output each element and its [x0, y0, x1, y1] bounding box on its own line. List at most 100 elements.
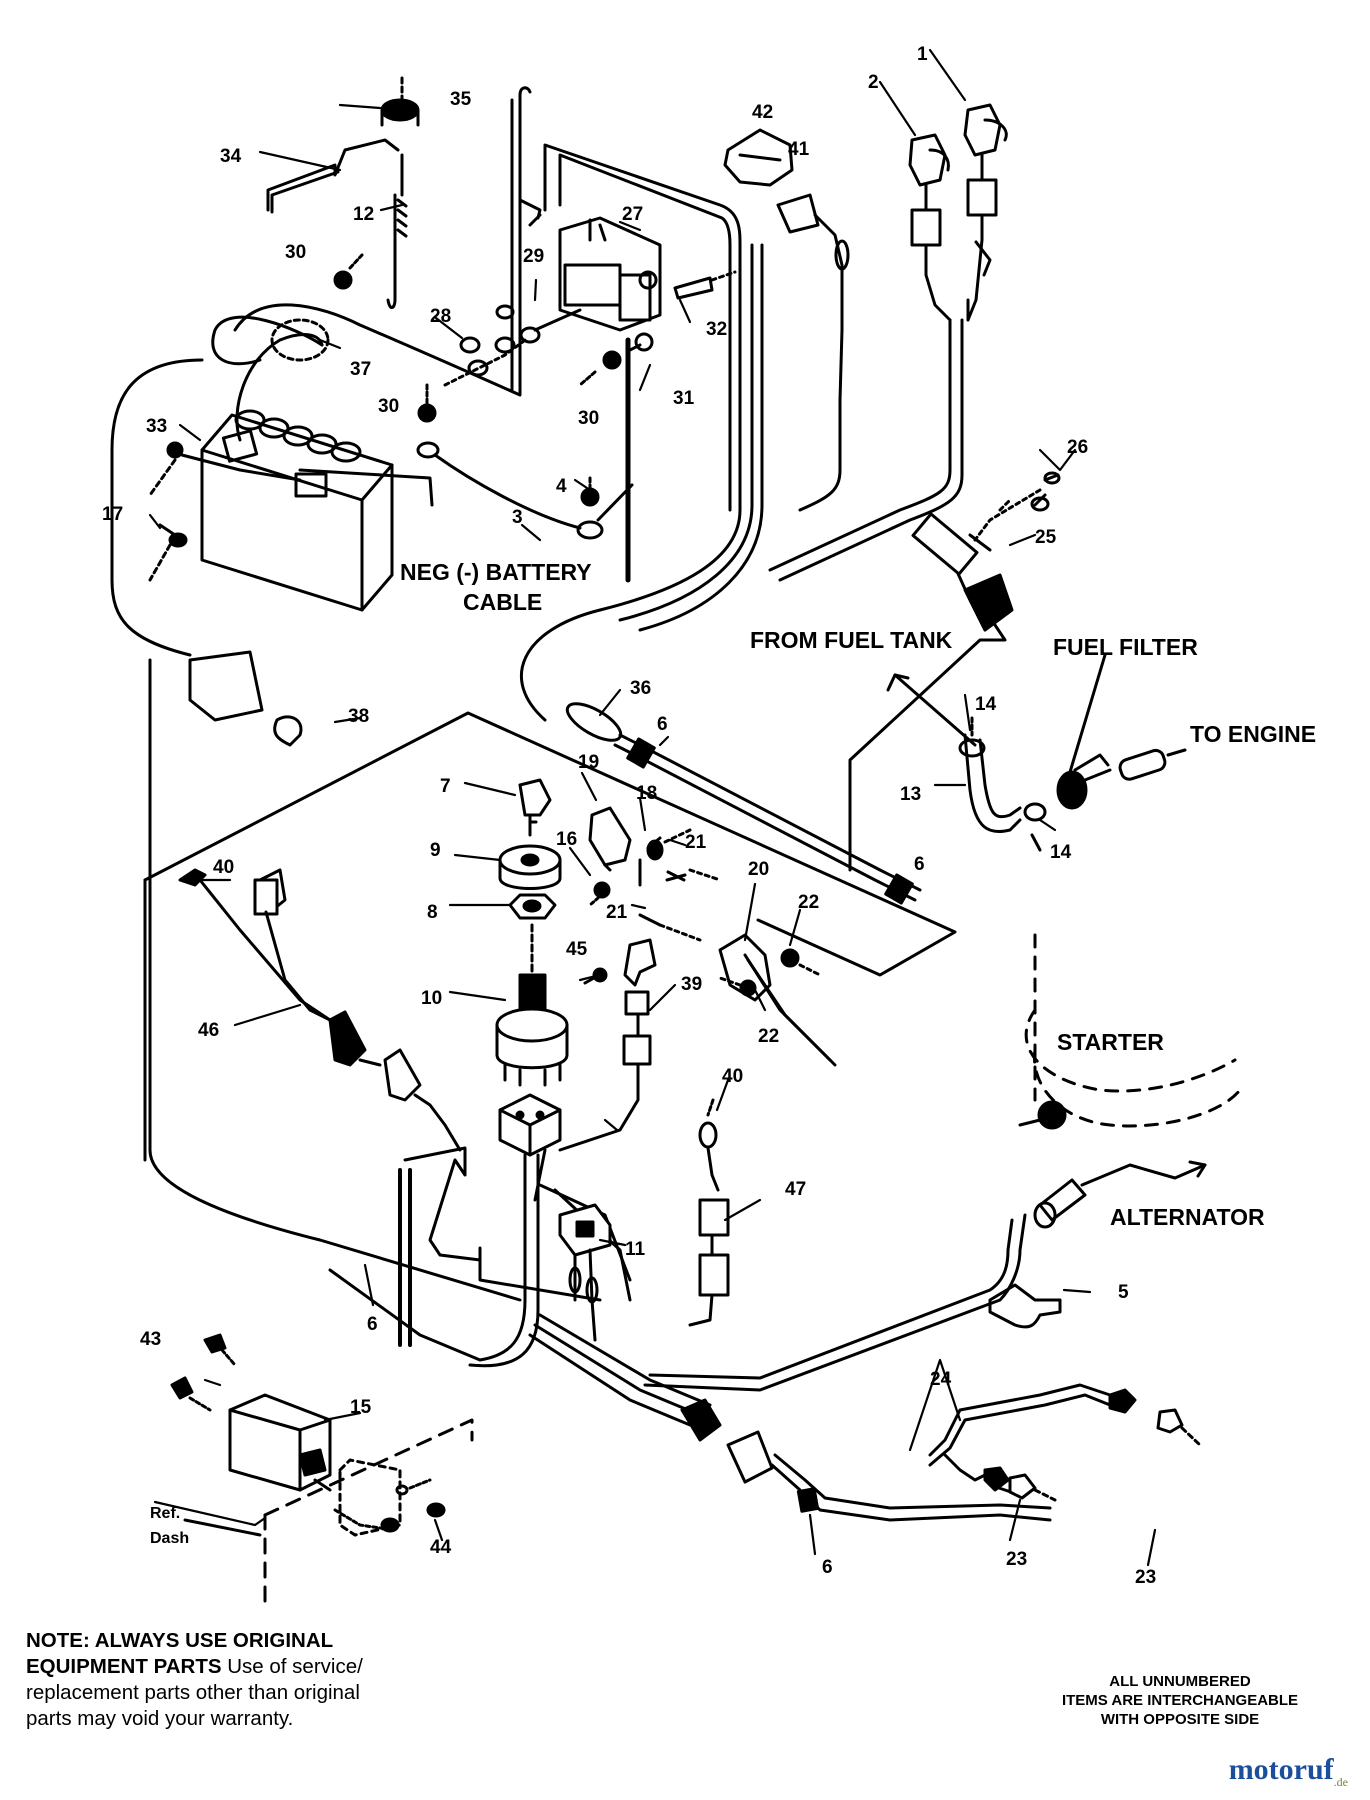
- part-42: 42: [752, 102, 773, 123]
- part-6d: 6: [822, 1557, 833, 1578]
- connector-39: [558, 938, 657, 1152]
- part-6c: 6: [367, 1314, 378, 1335]
- ref-label: Ref.: [150, 1505, 180, 1522]
- part-21a: 21: [685, 832, 707, 853]
- part-9: 9: [430, 840, 441, 861]
- brand-name: motoruf: [1228, 1753, 1334, 1786]
- note-equipment-parts: EQUIPMENT PARTS: [26, 1655, 222, 1678]
- part-16: 16: [556, 829, 577, 850]
- from-fuel-tank-label: FROM FUEL TANK: [750, 627, 953, 653]
- part-44: 44: [430, 1537, 452, 1558]
- harness-46: [178, 868, 462, 1152]
- part-6b: 6: [914, 854, 925, 875]
- battery: [200, 409, 394, 612]
- part-7: 7: [440, 776, 451, 797]
- brand-logo: motoruf.de: [1229, 1753, 1348, 1790]
- part-13: 13: [900, 784, 921, 805]
- part-39: 39: [681, 974, 702, 995]
- dash-label: Dash: [150, 1530, 189, 1547]
- connector-plug-lower: [680, 1398, 1052, 1522]
- fuel-filter-label: FUEL FILTER: [1053, 634, 1198, 660]
- brand-suffix: .de: [1333, 1775, 1348, 1789]
- neg-battery-cable-label: CABLE: [463, 589, 542, 615]
- part-3: 3: [512, 507, 523, 528]
- part-38: 38: [348, 706, 369, 727]
- ignition-switch-10: [495, 973, 569, 1157]
- connector-47: [688, 1098, 730, 1327]
- part-46: 46: [198, 1020, 219, 1041]
- part-22b: 22: [758, 1026, 779, 1047]
- part-17: 17: [102, 504, 123, 525]
- alternator-label: ALTERNATOR: [1110, 1204, 1265, 1230]
- clamp-5: [988, 1283, 1062, 1329]
- part-30a: 30: [285, 242, 306, 263]
- connector-plug: [776, 193, 850, 402]
- switch-41: [723, 128, 794, 187]
- bracket-34: [266, 138, 400, 212]
- key-7: [518, 778, 552, 837]
- part-8: 8: [427, 902, 438, 923]
- fuel-filter: [1056, 653, 1187, 810]
- warranty-note: NOTE: ALWAYS USE ORIGINAL EQUIPMENT PART…: [26, 1628, 446, 1732]
- unnumbered-line3: WITH OPPOSITE SIDE: [1100, 1711, 1260, 1728]
- part-40b: 40: [722, 1066, 743, 1087]
- part-47: 47: [785, 1179, 806, 1200]
- bracket-19: [588, 806, 632, 872]
- note-line3: replacement parts other than original: [26, 1681, 360, 1704]
- switch-11: [558, 1203, 612, 1342]
- part-5: 5: [1118, 1282, 1129, 1303]
- alternator-connector: [1033, 1160, 1207, 1229]
- note-line2: Use of service/: [221, 1655, 363, 1678]
- relay-15: [228, 1393, 332, 1492]
- part-21b: 21: [606, 902, 628, 923]
- nut-8: [508, 893, 557, 920]
- part-20: 20: [748, 859, 769, 880]
- neg-battery-cable: [416, 383, 634, 540]
- note-line4: parts may void your warranty.: [26, 1707, 294, 1730]
- spring-12: [386, 153, 404, 309]
- part-35: 35: [450, 89, 472, 110]
- note-lead: NOTE: ALWAYS USE ORIGINAL: [26, 1629, 334, 1652]
- fuel-line-13: [958, 716, 1047, 852]
- part-27: 27: [622, 204, 643, 225]
- connector-1: [963, 103, 1008, 322]
- part-43: 43: [140, 1329, 161, 1350]
- starter-label: STARTER: [1057, 1029, 1164, 1055]
- part-15: 15: [350, 1397, 372, 1418]
- part-22a: 22: [798, 892, 819, 913]
- part-25: 25: [1035, 527, 1057, 548]
- solenoid-27: [558, 216, 662, 332]
- part-2: 2: [868, 72, 879, 93]
- part-32: 32: [706, 319, 727, 340]
- part-23b: 23: [1006, 1549, 1027, 1570]
- unnumbered-items-note: ALL UNNUMBERED ITEMS ARE INTERCHANGEABLE…: [1000, 1672, 1360, 1729]
- unnumbered-line2: ITEMS ARE INTERCHANGEABLE: [1061, 1692, 1299, 1709]
- part-10: 10: [421, 988, 442, 1009]
- connector-2: [908, 133, 952, 322]
- part-11: 11: [625, 1239, 646, 1260]
- part-30b: 30: [378, 396, 399, 417]
- part-34: 34: [220, 146, 242, 167]
- battery-positive-cable: [235, 333, 324, 442]
- knob-35: [380, 76, 420, 127]
- part-19: 19: [578, 752, 599, 773]
- part-28: 28: [430, 306, 451, 327]
- unnumbered-line1: ALL UNNUMBERED: [1109, 1673, 1251, 1690]
- part-1: 1: [917, 44, 928, 65]
- part-4: 4: [556, 476, 567, 497]
- part-14a: 14: [975, 694, 997, 715]
- neg-battery-label: NEG (-) BATTERY: [400, 559, 592, 585]
- part-33: 33: [146, 416, 167, 437]
- part-41: 41: [788, 139, 810, 160]
- part-26: 26: [1067, 437, 1088, 458]
- part-37: 37: [350, 359, 371, 380]
- part-23a: 23: [1135, 1567, 1156, 1588]
- part-30c: 30: [578, 408, 599, 429]
- part-18: 18: [636, 783, 657, 804]
- part-29: 29: [523, 246, 544, 267]
- part-40a: 40: [213, 857, 234, 878]
- part-45: 45: [566, 939, 588, 960]
- starter: [1018, 933, 1242, 1130]
- part-36: 36: [630, 678, 651, 699]
